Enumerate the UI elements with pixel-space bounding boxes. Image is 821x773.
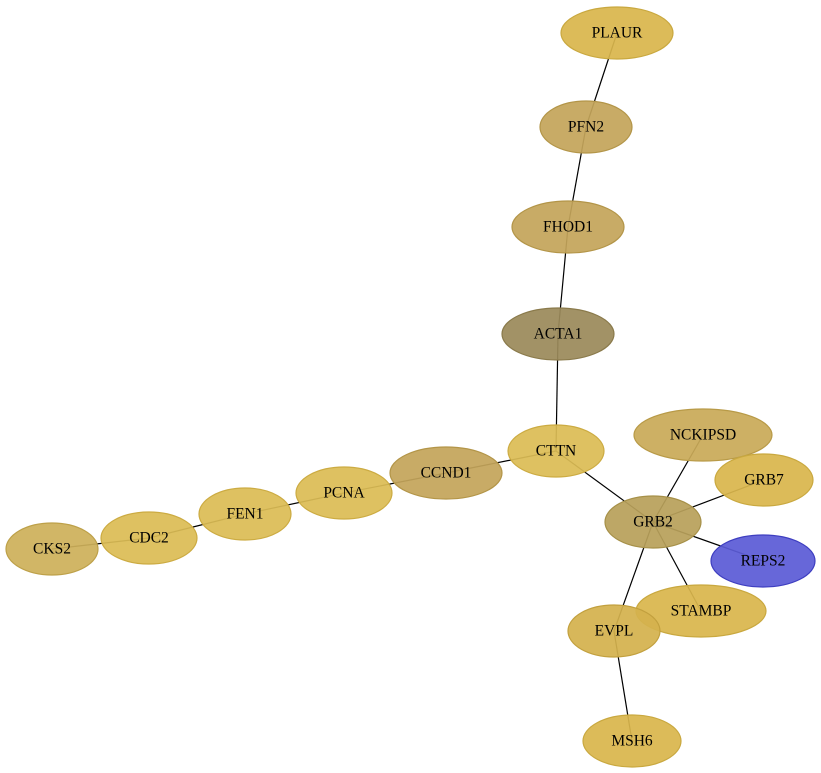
node-pfn2[interactable]: PFN2 xyxy=(539,100,633,154)
node-plaur[interactable]: PLAUR xyxy=(560,6,674,60)
node-stambp[interactable]: STAMBP xyxy=(635,584,767,638)
node-ellipse xyxy=(389,446,503,500)
node-label: CDC2 xyxy=(129,530,169,547)
node-ellipse xyxy=(604,495,702,549)
node-nckipsd[interactable]: NCKIPSD xyxy=(633,408,773,462)
node-ellipse xyxy=(714,453,814,507)
node-ellipse xyxy=(633,408,773,462)
node-fen1[interactable]: FEN1 xyxy=(198,487,292,541)
node-label: CKS2 xyxy=(33,541,71,558)
node-fhod1[interactable]: FHOD1 xyxy=(511,200,625,254)
node-label: ACTA1 xyxy=(534,326,583,343)
node-label: FEN1 xyxy=(226,506,263,523)
node-reps2[interactable]: REPS2 xyxy=(710,534,816,588)
node-ellipse xyxy=(198,487,292,541)
node-label: REPS2 xyxy=(741,553,786,570)
node-ellipse xyxy=(567,604,661,658)
node-ellipse xyxy=(5,522,99,576)
node-grb2[interactable]: GRB2 xyxy=(604,495,702,549)
node-msh6[interactable]: MSH6 xyxy=(582,714,682,768)
node-label: PCNA xyxy=(323,485,365,502)
node-ellipse xyxy=(582,714,682,768)
node-acta1[interactable]: ACTA1 xyxy=(501,307,615,361)
node-cdc2[interactable]: CDC2 xyxy=(100,511,198,565)
node-ellipse xyxy=(710,534,816,588)
node-label: NCKIPSD xyxy=(670,427,736,444)
node-ellipse xyxy=(539,100,633,154)
node-ellipse xyxy=(511,200,625,254)
node-label: CCND1 xyxy=(421,465,472,482)
node-ellipse xyxy=(100,511,198,565)
node-label: PFN2 xyxy=(568,119,604,136)
node-ellipse xyxy=(560,6,674,60)
node-label: PLAUR xyxy=(592,25,643,42)
node-ellipse xyxy=(507,424,605,478)
node-grb7[interactable]: GRB7 xyxy=(714,453,814,507)
node-cttn[interactable]: CTTN xyxy=(507,424,605,478)
node-label: STAMBP xyxy=(671,603,732,620)
node-label: CTTN xyxy=(536,443,576,460)
node-label: GRB7 xyxy=(744,472,784,489)
node-label: MSH6 xyxy=(611,733,653,750)
node-label: FHOD1 xyxy=(543,219,593,236)
node-ellipse xyxy=(295,466,393,520)
node-evpl[interactable]: EVPL xyxy=(567,604,661,658)
node-pcna[interactable]: PCNA xyxy=(295,466,393,520)
node-ccnd1[interactable]: CCND1 xyxy=(389,446,503,500)
node-label: GRB2 xyxy=(633,514,673,531)
node-ellipse xyxy=(501,307,615,361)
node-cks2[interactable]: CKS2 xyxy=(5,522,99,576)
node-label: EVPL xyxy=(595,623,634,640)
